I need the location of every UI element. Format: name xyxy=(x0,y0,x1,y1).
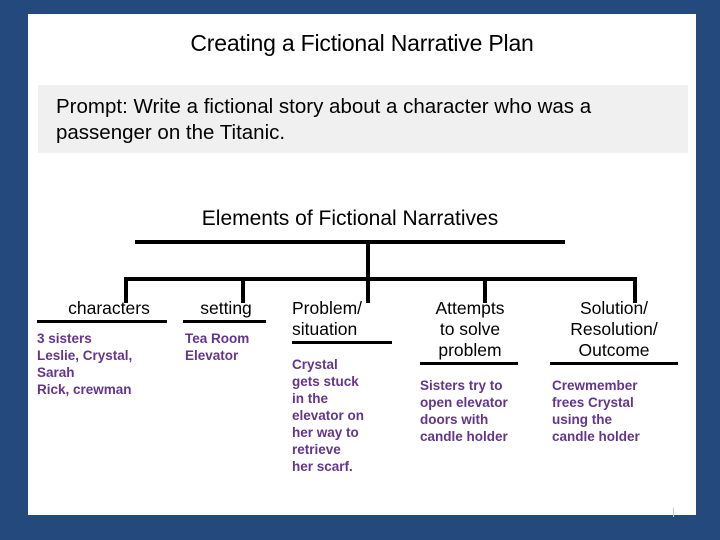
slide-canvas: Creating a Fictional Narrative Plan Prom… xyxy=(28,14,696,517)
organizer-root-underline xyxy=(135,240,565,244)
column-heading-rule-problem xyxy=(292,341,392,344)
organizer-column-solution: Solution/ Resolution/ Outcome Crewmember… xyxy=(540,298,688,445)
prompt-box: Prompt: Write a fictional story about a … xyxy=(38,85,688,153)
connector-branch-solution xyxy=(633,279,637,303)
column-body-setting: Tea Room Elevator xyxy=(185,331,250,363)
column-heading-rule-setting xyxy=(183,320,266,323)
organizer-column-problem: Problem/ situation Crystal gets stuck in… xyxy=(286,298,400,475)
column-heading-rule-solution xyxy=(550,362,678,365)
slide-title: Creating a Fictional Narrative Plan xyxy=(190,30,534,56)
organizer-root-label: Elements of Fictional Narratives xyxy=(201,207,499,230)
connector-branch-setting xyxy=(241,279,245,303)
page-edge-artifact xyxy=(673,508,674,517)
connector-horizontal-bus xyxy=(124,277,637,281)
column-heading-solution: Solution/ Resolution/ Outcome xyxy=(570,298,658,360)
column-heading-setting: setting xyxy=(200,298,252,318)
column-heading-rule-attempts xyxy=(420,362,518,365)
organizer-columns: characters 3 sisters Leslie, Crystal, Sa… xyxy=(28,14,696,515)
organizer-column-setting: setting Tea Room Elevator xyxy=(174,298,278,364)
column-heading-characters: characters xyxy=(68,298,150,318)
column-heading-rule-characters xyxy=(37,320,167,323)
prompt-text: Prompt: Write a fictional story about a … xyxy=(56,95,592,144)
column-body-characters: 3 sisters Leslie, Crystal, Sarah Rick, c… xyxy=(37,331,133,397)
connector-branch-characters xyxy=(124,279,128,303)
connector-branch-problem xyxy=(366,279,370,303)
column-body-solution: Crewmember frees Crystal using the candl… xyxy=(552,378,640,444)
column-body-attempts: Sisters try to open elevator doors with … xyxy=(420,378,508,444)
connector-branch-attempts xyxy=(483,279,487,303)
organizer-column-attempts: Attempts to solve problem Sisters try to… xyxy=(410,298,530,445)
column-heading-problem: Problem/ situation xyxy=(292,298,363,339)
column-body-problem: Crystal gets stuck in the elevator on he… xyxy=(292,357,365,474)
organizer-column-characters: characters 3 sisters Leslie, Crystal, Sa… xyxy=(35,298,183,398)
column-heading-attempts: Attempts to solve problem xyxy=(435,298,505,360)
connector-root-stem xyxy=(366,242,370,278)
